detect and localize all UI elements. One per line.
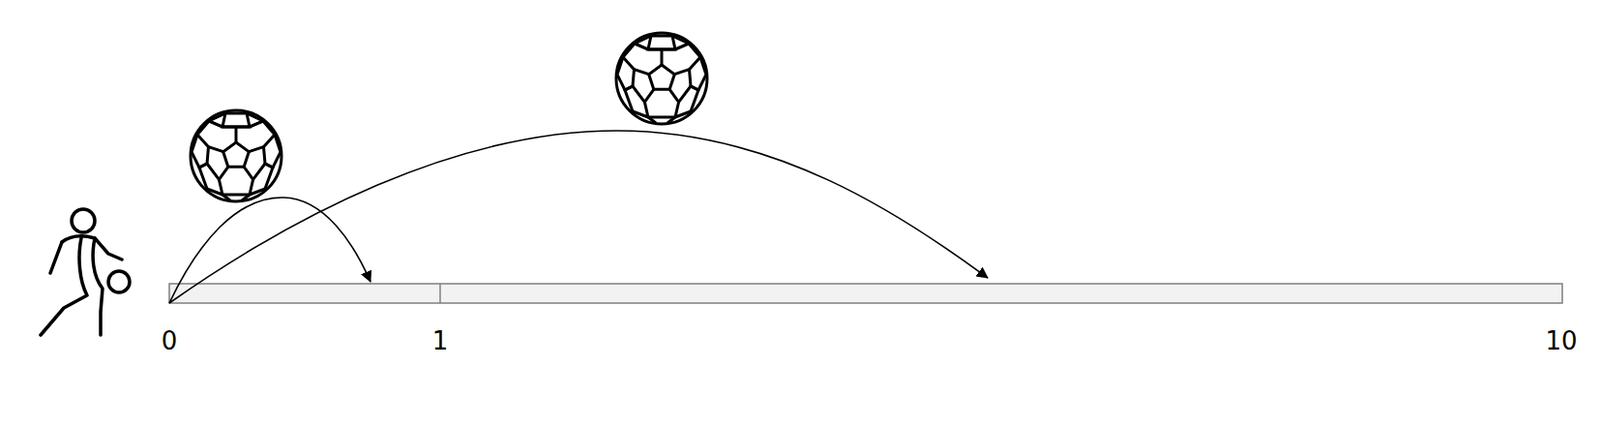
soccer-ball (616, 32, 708, 124)
long-kick-arc (169, 130, 988, 303)
player-icon (40, 208, 130, 335)
axis-label: 1 (432, 325, 449, 356)
soccer-ball (190, 110, 282, 202)
axis-label: 10 (1544, 325, 1577, 356)
short-kick-arc (169, 197, 371, 303)
number-line (169, 283, 1563, 303)
axis-label: 0 (161, 325, 178, 356)
tick-mark (439, 283, 442, 303)
